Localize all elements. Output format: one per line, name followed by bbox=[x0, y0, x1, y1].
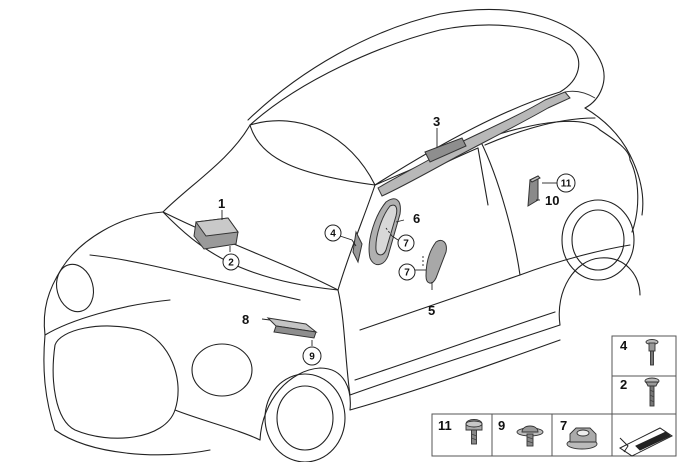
svg-text:7: 7 bbox=[403, 239, 409, 250]
knee-airbag bbox=[266, 317, 318, 339]
callout-7a: 7 bbox=[397, 234, 415, 252]
flange-screw-icon bbox=[516, 425, 544, 447]
callout-8: 8 bbox=[242, 312, 249, 327]
callout-1: 1 bbox=[218, 196, 225, 211]
publisher-logo-icon bbox=[619, 427, 673, 457]
callout-3: 3 bbox=[433, 114, 440, 129]
callout-7b: 7 bbox=[398, 263, 416, 281]
rear-side-airbag bbox=[425, 239, 447, 284]
bracket-rod bbox=[352, 230, 363, 264]
legend-cell-11 bbox=[431, 413, 493, 457]
legend-cell-2 bbox=[611, 375, 677, 415]
rivet-icon bbox=[645, 339, 659, 366]
svg-text:11: 11 bbox=[561, 179, 572, 190]
callout-11: 11 bbox=[556, 173, 576, 193]
callout-10: 10 bbox=[545, 193, 559, 208]
leader-lines bbox=[221, 128, 558, 346]
passenger-airbag-module bbox=[193, 217, 239, 250]
legend-label-4: 4 bbox=[620, 338, 628, 353]
curtain-airbag bbox=[377, 90, 596, 197]
screw-icon bbox=[644, 377, 660, 407]
legend-label-9: 9 bbox=[498, 418, 505, 433]
crash-sensor bbox=[527, 175, 541, 207]
legend-cell-4 bbox=[611, 335, 677, 377]
svg-text:2: 2 bbox=[228, 258, 234, 269]
svg-text:9: 9 bbox=[309, 352, 315, 363]
hex-nut-icon bbox=[566, 427, 598, 450]
callout-2: 2 bbox=[222, 253, 240, 271]
callout-5: 5 bbox=[428, 303, 435, 318]
seat-side-airbag bbox=[368, 198, 401, 265]
fastener-legend: 4 2 11 9 7 bbox=[431, 335, 677, 457]
legend-label-11: 11 bbox=[438, 418, 452, 433]
callout-9: 9 bbox=[302, 346, 322, 366]
pan-screw-icon bbox=[465, 419, 483, 445]
legend-label-7: 7 bbox=[560, 418, 567, 433]
parts bbox=[193, 90, 596, 339]
legend-label-2: 2 bbox=[620, 377, 627, 392]
callout-6: 6 bbox=[413, 211, 420, 226]
callout-4: 4 bbox=[324, 224, 342, 242]
svg-text:4: 4 bbox=[330, 229, 336, 240]
svg-text:7: 7 bbox=[404, 268, 410, 279]
leader-lines-dashed bbox=[385, 227, 424, 268]
car-outline bbox=[43, 8, 644, 462]
